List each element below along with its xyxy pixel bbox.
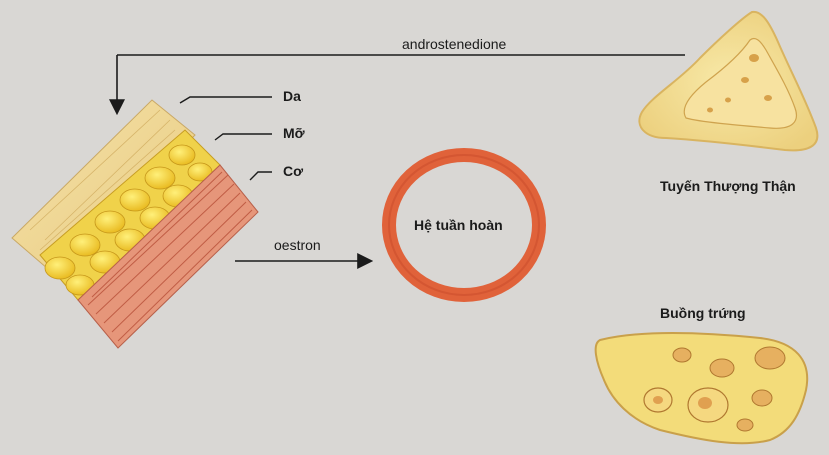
adrenal-gland-label: Tuyến Thượng Thận xyxy=(660,178,796,194)
ovary-label: Buồng trứng xyxy=(660,305,746,321)
tissue-block-icon xyxy=(12,100,258,348)
circulation-label: Hệ tuần hoàn xyxy=(414,217,503,233)
muscle-label: Cơ xyxy=(283,163,303,179)
ovary-icon xyxy=(596,333,808,443)
oestron-label: oestron xyxy=(274,237,321,253)
skin-label: Da xyxy=(283,88,301,104)
androstenedione-label: androstenedione xyxy=(402,36,506,52)
fat-label: Mỡ xyxy=(283,125,305,141)
adrenal-gland-icon xyxy=(639,12,817,151)
androstenedione-arrow xyxy=(117,55,685,112)
